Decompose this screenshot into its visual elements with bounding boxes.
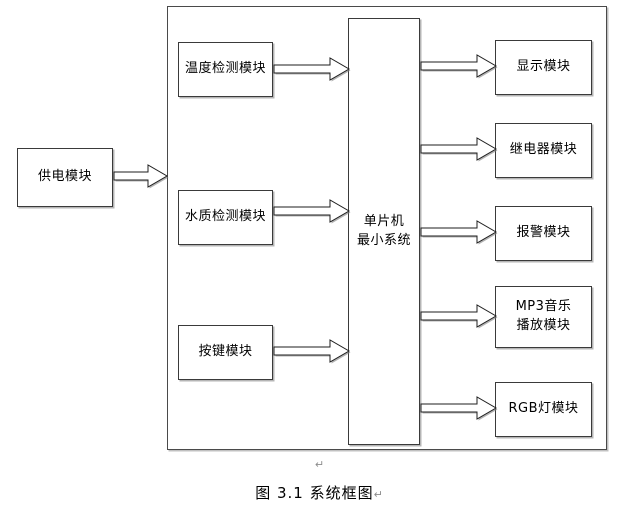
system-boundary-rectangle — [167, 6, 607, 450]
block-alarm-module-label: 报警模块 — [516, 225, 571, 241]
block-rgb-light-module-label: RGB灯模块 — [508, 401, 579, 417]
block-display-module: 显示模块 — [495, 40, 592, 95]
block-relay-module-label: 继电器模块 — [509, 142, 578, 158]
block-rgb-light-module: RGB灯模块 — [495, 382, 592, 437]
block-power-module: 供电模块 — [17, 148, 113, 207]
block-display-module-label: 显示模块 — [516, 59, 571, 75]
block-water-quality-detection-module-label: 水质检测模块 — [184, 209, 266, 225]
caption-trailing-pilcrow-mark: ↵ — [373, 488, 384, 501]
block-temperature-detection-module-label: 温度检测模块 — [184, 61, 266, 77]
block-key-module: 按键模块 — [178, 325, 273, 380]
block-mp3-music-player-module-label: MP3音乐 播放模块 — [515, 299, 572, 333]
block-relay-module: 继电器模块 — [495, 123, 592, 178]
arrow-power-to-system — [113, 162, 169, 192]
block-power-module-label: 供电模块 — [37, 169, 92, 185]
block-mcu-minimum-system: 单片机 最小系统 — [348, 18, 420, 445]
figure-caption-text: 图 3.1 系统框图 — [255, 484, 374, 502]
figure-caption: 图 3.1 系统框图↵ — [0, 482, 639, 503]
block-water-quality-detection-module: 水质检测模块 — [178, 190, 273, 245]
block-temperature-detection-module: 温度检测模块 — [178, 42, 273, 97]
block-alarm-module: 报警模块 — [495, 206, 592, 261]
block-mp3-music-player-module: MP3音乐 播放模块 — [495, 286, 592, 348]
caption-pilcrow-mark: ↵ — [314, 458, 325, 471]
block-key-module-label: 按键模块 — [198, 344, 253, 360]
block-mcu-minimum-system-label: 单片机 最小系统 — [356, 213, 411, 248]
